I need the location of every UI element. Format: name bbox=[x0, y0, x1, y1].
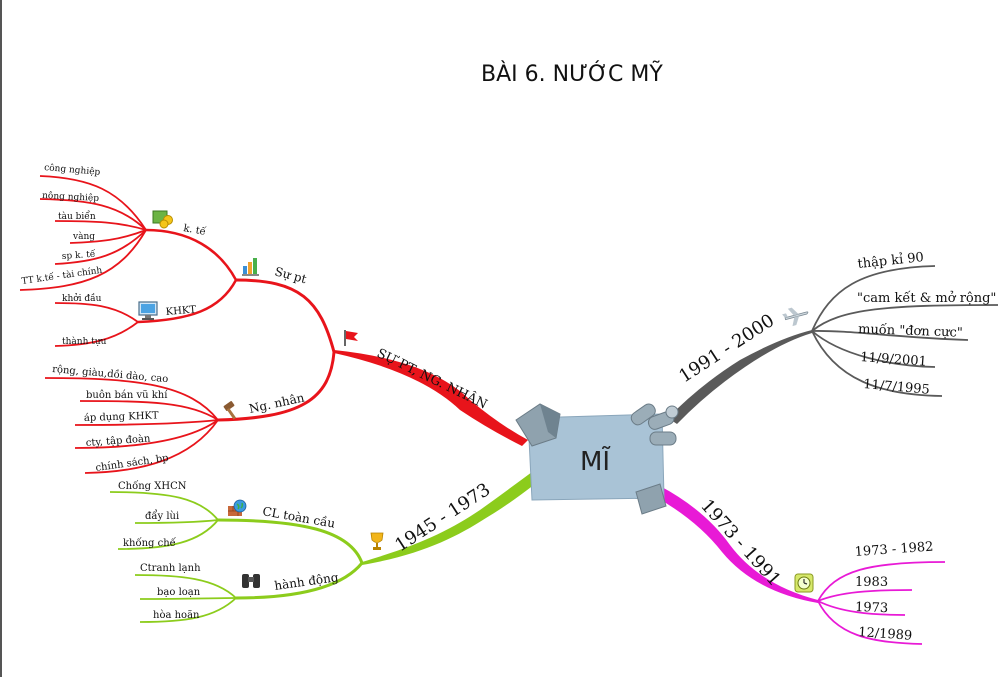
kte-leaf-line bbox=[54, 220, 147, 231]
gray-leaf-line bbox=[811, 330, 943, 397]
pipe-decoration-left bbox=[515, 403, 561, 447]
kte-leaf-line bbox=[69, 229, 147, 244]
kte-item: nông nghiệp bbox=[42, 190, 100, 204]
magenta-main-label: 1973 - 1991 bbox=[696, 495, 785, 590]
center-node: MĨ bbox=[515, 403, 679, 515]
cl-item: Chống XHCN bbox=[118, 481, 187, 492]
left-border bbox=[0, 0, 2, 677]
khkt-leaf-line bbox=[54, 321, 139, 347]
red-main-branch bbox=[334, 350, 528, 446]
clock-icon bbox=[794, 573, 814, 593]
magenta-item: 1983 bbox=[855, 575, 888, 590]
hd-item: bạo loạn bbox=[157, 587, 201, 598]
ngnhan-item: áp dụng KHKT bbox=[84, 410, 159, 424]
gray-item: 11/7/1995 bbox=[863, 377, 931, 398]
red-link-khkt bbox=[137, 279, 238, 324]
green-link-hd bbox=[235, 562, 364, 600]
cl-item: khống chế bbox=[123, 538, 177, 549]
red-main-label: SỰ PT, NG. NHÂN bbox=[374, 345, 490, 412]
red-branch: SỰ PT, NG. NHÂN Sự pt k. tế KHKT Ng. nhâ… bbox=[19, 162, 528, 474]
ngnhan-leaf-line bbox=[79, 400, 219, 421]
gray-leaf-line bbox=[811, 304, 999, 332]
khkt-label: KHKT bbox=[165, 304, 197, 318]
computer-icon bbox=[138, 301, 158, 320]
gray-branch: 1991 - 2000 thập kỉ 90 "cam kết & mở rộn… bbox=[668, 250, 999, 424]
sudpt-label: Sự pt bbox=[273, 264, 308, 286]
cl-item: đẩy lùi bbox=[145, 510, 179, 522]
gray-main-branch bbox=[668, 330, 812, 424]
pipe-decoration-right bbox=[630, 403, 679, 446]
hd-item: Ctranh lạnh bbox=[140, 563, 201, 574]
kte-item: vàng bbox=[72, 231, 95, 242]
magenta-branch: 1973 - 1991 1973 - 1982 1983 1973 12/198… bbox=[654, 486, 946, 645]
globe-wall-icon bbox=[228, 499, 247, 516]
khkt-leaf-line bbox=[54, 302, 139, 323]
kte-label: k. tế bbox=[182, 223, 207, 238]
hd-leaf-line bbox=[134, 574, 237, 599]
ngnhan-leaf-line bbox=[74, 419, 219, 449]
flag-icon bbox=[344, 330, 358, 346]
gray-item: "cam kết & mở rộng" bbox=[857, 290, 996, 306]
ngnhan-item: cty, tập đoàn bbox=[85, 433, 151, 449]
cl-leaf-line bbox=[109, 491, 219, 521]
kte-item: sp k. tế bbox=[61, 249, 96, 262]
airplane-icon bbox=[782, 307, 809, 327]
hd-leaf-line bbox=[139, 597, 237, 600]
binoculars-icon bbox=[242, 574, 260, 588]
green-link-cl bbox=[217, 518, 364, 564]
ngnhan-item: rộng, giàu,dồi dào, cao bbox=[52, 364, 169, 385]
kte-leaf-line bbox=[19, 229, 147, 291]
kte-item: công nghiệp bbox=[44, 162, 101, 178]
gray-item: muốn "đơn cực" bbox=[858, 321, 963, 341]
gray-leaf-line bbox=[811, 265, 936, 332]
red-link-sudpt bbox=[235, 278, 336, 353]
magenta-leaf-line bbox=[817, 589, 913, 602]
cl-leaf-line bbox=[117, 519, 219, 550]
gray-leaf-line bbox=[811, 330, 969, 341]
gray-item: thập kỉ 90 bbox=[857, 250, 925, 272]
ngnhan-item: buôn bán vũ khí bbox=[86, 390, 168, 401]
magenta-leaf-line bbox=[817, 600, 923, 645]
kte-item: TT k.tế - tài chính bbox=[21, 265, 103, 287]
magenta-item: 1973 bbox=[855, 600, 889, 616]
green-branch: 1945 - 1973 CL toàn cầu hành động Chống … bbox=[109, 472, 535, 623]
magenta-item: 1973 - 1982 bbox=[854, 540, 934, 560]
ngnhan-leaf-line bbox=[74, 419, 219, 426]
gavel-icon bbox=[223, 401, 237, 420]
gray-leaf-line bbox=[811, 330, 936, 368]
gray-item: 11/9/2001 bbox=[860, 350, 928, 370]
ngnhan-item: chính sách, bp bbox=[95, 453, 169, 474]
center-label: MĨ bbox=[580, 445, 611, 477]
ngnhan-leaf-line bbox=[84, 419, 219, 474]
magenta-leaf-line bbox=[817, 600, 906, 616]
hd-label: hành động bbox=[273, 570, 339, 593]
kte-leaf-line bbox=[39, 198, 147, 231]
magenta-main-branch bbox=[654, 486, 818, 603]
red-link-ngnhan bbox=[217, 351, 336, 422]
magenta-leaf-line bbox=[817, 561, 946, 602]
red-link-kte bbox=[145, 228, 238, 281]
khkt-item: thành tựu bbox=[62, 336, 107, 347]
page-title: BÀI 6. NƯỚC MỸ bbox=[481, 62, 663, 87]
ngnhan-leaf-line bbox=[44, 377, 219, 421]
kte-leaf-line bbox=[54, 229, 147, 265]
money-icon bbox=[152, 210, 173, 229]
cl-leaf-line bbox=[134, 519, 219, 524]
hd-item: hòa hoãn bbox=[153, 610, 200, 621]
kte-leaf-line bbox=[39, 175, 147, 231]
khkt-item: khởi đầu bbox=[62, 293, 102, 304]
hd-leaf-line bbox=[139, 597, 237, 623]
trophy-icon bbox=[370, 532, 384, 550]
bar-chart-icon bbox=[242, 258, 259, 276]
magenta-item: 12/1989 bbox=[858, 625, 913, 644]
block-decoration-bottom bbox=[635, 483, 667, 515]
kte-item: tàu biển bbox=[58, 210, 96, 222]
ngnhan-label: Ng. nhân bbox=[248, 391, 306, 416]
